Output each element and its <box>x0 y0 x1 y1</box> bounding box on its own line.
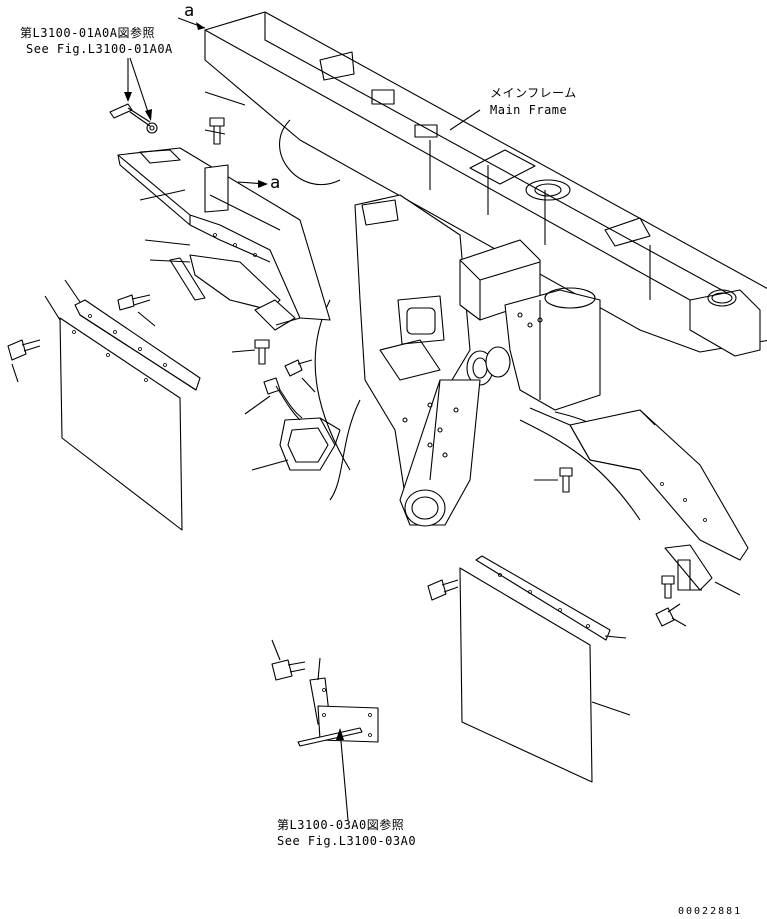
left-fender <box>117 147 331 321</box>
step <box>279 417 341 471</box>
bottom-bracket <box>271 659 379 747</box>
bolts-left <box>7 103 313 421</box>
leader-lines <box>11 17 741 821</box>
reference-label-bottom-en: See Fig.L3100-03A0 <box>277 834 417 848</box>
marker-a-top: a <box>184 1 195 21</box>
document-number: 00022881 <box>678 906 743 917</box>
left-mud-flap <box>59 299 201 531</box>
left-fender-stay <box>169 254 296 331</box>
main-frame-label-jp: メインフレーム <box>490 86 577 100</box>
reference-label-top-jp: 第L3100-01A0A図参照 <box>20 26 155 40</box>
right-fender <box>559 409 749 627</box>
main-frame-label-en: Main Frame <box>490 103 568 117</box>
marker-a-mid: a <box>270 173 281 193</box>
reference-label-top-en: See Fig.L3100-01A0A <box>26 42 173 56</box>
reference-label-bottom-jp: 第L3100-03A0図参照 <box>277 818 405 832</box>
right-mud-flap <box>427 555 611 783</box>
main-frame <box>204 11 767 527</box>
